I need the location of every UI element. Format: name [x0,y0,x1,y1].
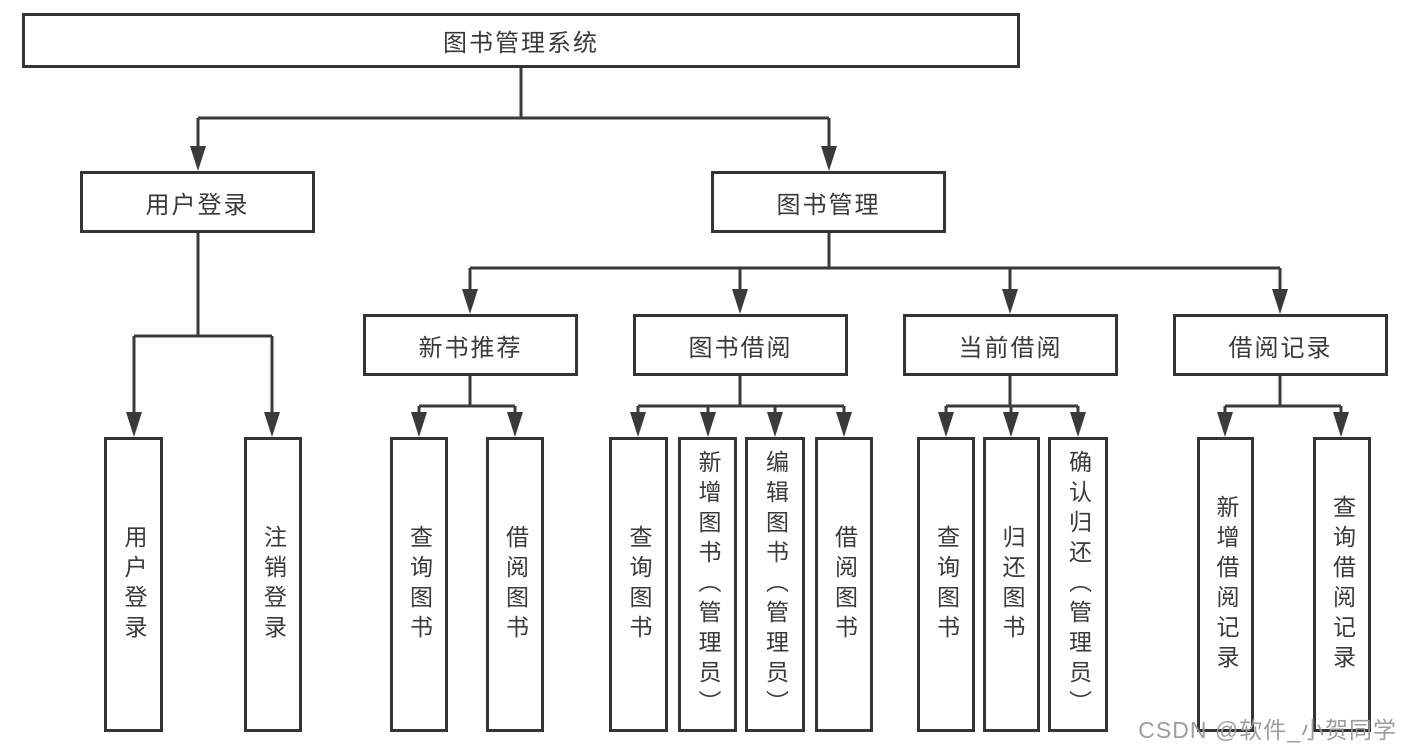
node-current-borrow-label: 当前借阅 [958,334,1063,362]
leaf-query-books-2-label: 查询图书 [626,524,652,645]
leaf-borrow-books-2: 借阅图书 [815,437,873,732]
arrowheads [126,146,1349,437]
leaf-add-book-admin: 新增图书（管理员） [678,437,737,732]
node-book-borrow: 图书借阅 [633,314,848,376]
leaf-confirm-return-admin: 确认归还（管理员） [1048,437,1108,732]
leaf-add-book-admin-label: 新增图书（管理员） [695,449,721,720]
node-current-borrow: 当前借阅 [903,314,1118,376]
node-user-login-label: 用户登录 [145,191,250,219]
leaf-query-borrow-record-label: 查询借阅记录 [1329,494,1356,675]
node-borrow-records: 借阅记录 [1173,314,1388,376]
node-book-borrow-label: 图书借阅 [688,334,793,362]
leaf-query-books-1: 查询图书 [390,437,448,732]
leaf-query-books-2: 查询图书 [609,437,668,732]
leaf-add-borrow-record-label: 新增借阅记录 [1213,494,1239,675]
leaf-query-borrow-record: 查询借阅记录 [1313,437,1371,732]
leaf-query-books-1-label: 查询图书 [406,524,433,645]
node-user-login: 用户登录 [80,171,315,233]
leaf-logout-label: 注销登录 [260,524,287,645]
node-borrow-records-label: 借阅记录 [1228,334,1333,362]
leaf-add-borrow-record: 新增借阅记录 [1197,437,1254,732]
node-new-book-recommend: 新书推荐 [363,314,578,376]
leaf-borrow-books-2-label: 借阅图书 [831,524,858,645]
leaf-borrow-books-1-label: 借阅图书 [502,524,529,645]
leaf-query-books-3: 查询图书 [917,437,975,732]
node-new-book-recommend-label: 新书推荐 [418,334,523,362]
node-book-management-label: 图书管理 [776,191,881,219]
csdn-watermark: CSDN @软件_小贺同学 [1138,717,1397,743]
leaf-edit-book-admin: 编辑图书（管理员） [745,437,805,732]
node-root-label: 图书管理系统 [443,30,599,57]
leaf-confirm-return-admin-label: 确认归还（管理员） [1065,449,1092,720]
node-book-management: 图书管理 [711,171,946,233]
leaf-borrow-books-1: 借阅图书 [486,437,544,732]
leaf-return-books-label: 归还图书 [999,524,1025,645]
leaf-return-books: 归还图书 [983,437,1040,732]
leaf-user-login-label: 用户登录 [121,524,147,645]
leaf-edit-book-admin-label: 编辑图书（管理员） [762,449,789,720]
leaf-user-login: 用户登录 [104,437,163,732]
leaf-query-books-3-label: 查询图书 [933,524,960,645]
leaf-logout: 注销登录 [244,437,302,732]
node-root: 图书管理系统 [22,13,1020,68]
